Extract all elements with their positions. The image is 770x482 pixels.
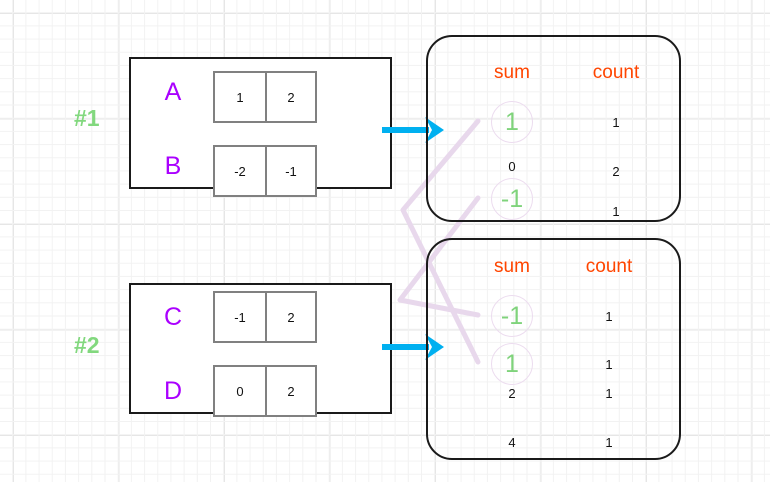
row-pair-c: -1 2	[213, 291, 317, 343]
cell-b-0: -2	[234, 163, 246, 179]
table2-row-3-sum: 4	[508, 435, 516, 450]
table2-row-3-count: 1	[605, 435, 613, 450]
table2-header-count: count	[585, 256, 633, 277]
group-panel-2: C -1 2 D 0 2	[129, 283, 392, 417]
cell-d-0: 0	[236, 383, 244, 399]
table2-row-1-sum-circle: 1	[491, 343, 533, 385]
table1-header-count: count	[592, 62, 640, 83]
row-pair-d: 0 2	[213, 365, 317, 417]
table2-header-sum: sum	[494, 256, 530, 277]
table1-header-sum: sum	[494, 62, 530, 83]
result-table-1: sum count 1 1 0 2 -1 1	[426, 35, 681, 222]
cell-a-1: 2	[265, 73, 315, 121]
table2-row-1-count: 1	[605, 357, 613, 372]
cell-a-0: 1	[236, 89, 244, 105]
row-pair-b: -2 -1	[213, 145, 317, 197]
row-letter-a: A	[164, 78, 182, 106]
table2-row-1-sum: 1	[505, 349, 519, 378]
result-table-2: sum count -1 1 1 1 2 1 4 1	[426, 238, 681, 460]
table2-row-0-sum-circle: -1	[491, 295, 533, 337]
table1-row-0-sum: 1	[505, 107, 519, 136]
table2-row-0-sum: -1	[500, 301, 524, 330]
table1-row-1-count: 2	[612, 164, 620, 179]
table1-row-2-sum-circle: -1	[491, 178, 533, 220]
table1-row-0-count: 1	[612, 115, 620, 130]
group-label-1: #1	[74, 105, 100, 131]
cell-d-1: 2	[265, 367, 315, 415]
row-letter-c: C	[163, 303, 183, 331]
row-letter-b: B	[164, 152, 182, 180]
table2-row-0-count: 1	[605, 309, 613, 324]
cell-b-1: -1	[265, 147, 315, 195]
table2-row-2-count: 1	[605, 386, 613, 401]
table1-row-1-sum: 0	[508, 159, 516, 174]
group-panel-1: A 1 2 B -2 -1	[129, 57, 392, 197]
group-label-2: #2	[74, 332, 100, 358]
table1-row-2-sum: -1	[500, 184, 524, 213]
table2-row-2-sum: 2	[508, 386, 516, 401]
table1-row-2-count: 1	[612, 204, 620, 219]
cell-c-0: -1	[234, 309, 246, 325]
cell-c-1: 2	[265, 293, 315, 341]
table1-row-0-sum-circle: 1	[491, 101, 533, 143]
row-pair-a: 1 2	[213, 71, 317, 123]
row-letter-d: D	[163, 377, 183, 405]
